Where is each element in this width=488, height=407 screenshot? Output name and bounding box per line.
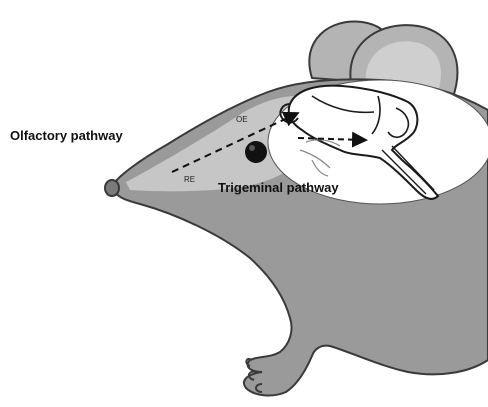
trigeminal-pathway-label: Trigeminal pathway (218, 180, 339, 195)
nose-tip (105, 180, 119, 196)
trigeminal-ganglion-highlight (249, 145, 255, 151)
re-label: RE (184, 175, 195, 184)
trigeminal-ganglion-dot (245, 141, 267, 163)
oe-label: OE (236, 115, 248, 124)
olfactory-pathway-label: Olfactory pathway (10, 128, 123, 143)
